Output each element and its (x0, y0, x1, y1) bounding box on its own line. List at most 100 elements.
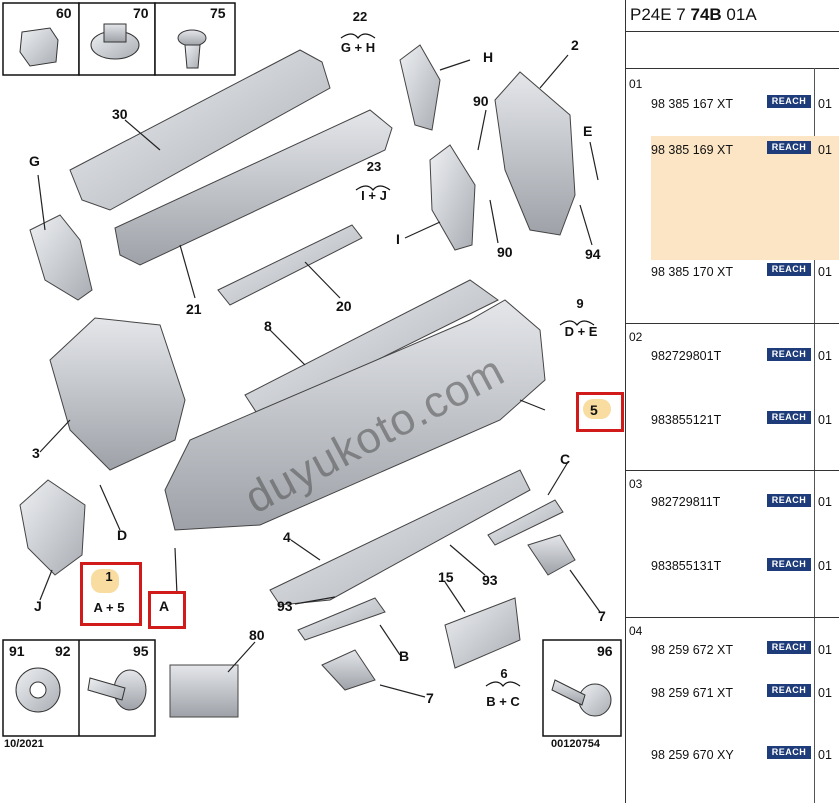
callout-70[interactable]: 70 (133, 5, 149, 21)
callout-e[interactable]: E (583, 123, 593, 139)
header-prefix: P24E 7 (630, 5, 691, 24)
reach-badge: REACH (767, 641, 811, 654)
part-number[interactable]: 98 385 167 XT (651, 97, 734, 111)
callout-8[interactable]: 8 (264, 318, 272, 334)
callout-9[interactable]: 9 (576, 296, 584, 311)
callout-20[interactable]: 20 (336, 298, 352, 314)
callout-a[interactable]: A (159, 598, 170, 614)
highlight-box-5[interactable] (576, 392, 624, 432)
part-b (297, 597, 386, 641)
part-number[interactable]: 98 259 672 XT (651, 643, 734, 657)
group-number-02: 02 (629, 330, 643, 344)
group-b-c[interactable]: B + C (486, 694, 520, 709)
group-d-e[interactable]: D + E (564, 324, 598, 339)
part-quantity: 01 (818, 748, 832, 762)
plate-15 (444, 597, 521, 669)
callout-90-bottom[interactable]: 90 (497, 244, 513, 260)
callout-c[interactable]: C (560, 451, 571, 467)
bracket-g (29, 214, 93, 301)
callout-23[interactable]: 23 (366, 159, 382, 174)
part-20 (217, 224, 363, 306)
part-quantity: 01 (818, 413, 832, 427)
callout-22[interactable]: 22 (352, 9, 368, 24)
callout-d[interactable]: D (117, 527, 128, 543)
reach-badge: REACH (767, 558, 811, 571)
part-quantity: 01 (818, 559, 832, 573)
reach-badge: REACH (767, 348, 811, 361)
callout-30[interactable]: 30 (112, 106, 128, 122)
footer-ref: 00120754 (551, 738, 600, 750)
reach-badge: REACH (767, 95, 811, 108)
light-7-lower (321, 649, 376, 691)
part-quantity: 01 (818, 686, 832, 700)
callout-6[interactable]: 6 (500, 666, 508, 681)
callout-60[interactable]: 60 (56, 5, 72, 21)
callout-5[interactable]: 5 (590, 402, 598, 418)
part-number[interactable]: 983855131T (651, 559, 722, 573)
highlight-box-1[interactable] (80, 562, 142, 626)
part-quantity: 01 (818, 495, 832, 509)
parts-header: P24E 7 74B 01A (626, 0, 839, 32)
callout-15[interactable]: 15 (438, 569, 454, 585)
bracket-h (399, 44, 441, 131)
callout-i[interactable]: I (396, 231, 400, 247)
callout-4[interactable]: 4 (283, 529, 291, 545)
callout-2[interactable]: 2 (571, 37, 579, 53)
highlight-box-a[interactable] (148, 591, 186, 629)
leader-lines (37, 54, 601, 698)
bracket-j (19, 479, 86, 576)
part-number[interactable]: 982729811T (651, 495, 721, 509)
callout-h[interactable]: H (483, 49, 494, 65)
part-c (487, 499, 564, 546)
reach-badge: REACH (767, 263, 811, 276)
part-number[interactable]: 982729801T (651, 349, 722, 363)
bracket-i (429, 144, 476, 251)
callout-93-right[interactable]: 93 (482, 572, 498, 588)
callout-80[interactable]: 80 (249, 627, 265, 643)
group-a-5[interactable]: A + 5 (93, 600, 125, 615)
callout-94[interactable]: 94 (585, 246, 601, 262)
part-quantity: 01 (818, 643, 832, 657)
diffuser-4 (269, 469, 531, 606)
part-number[interactable]: 98 259 670 XY (651, 748, 734, 762)
exploded-parts-diagram: duyukoto.com 60 70 75 22 G + H H 2 30 90… (2, 0, 626, 803)
callout-90-top[interactable]: 90 (473, 93, 489, 109)
group-number-04: 04 (629, 624, 643, 638)
callout-3[interactable]: 3 (32, 445, 40, 461)
reach-badge: REACH (767, 746, 811, 759)
callout-7-upper[interactable]: 7 (598, 608, 606, 624)
part-number[interactable]: 98 385 169 XT (651, 143, 734, 157)
absorber-21 (114, 109, 393, 266)
selected-row-highlight (651, 136, 839, 260)
header-suffix: 01A (721, 5, 757, 24)
bumper-cover (164, 299, 546, 531)
group-i-j[interactable]: I + J (361, 188, 387, 203)
clip-box-group (2, 2, 236, 76)
callout-1[interactable]: 1 (105, 569, 113, 584)
part-quantity: 01 (818, 265, 832, 279)
callout-b[interactable]: B (399, 648, 410, 664)
part-number[interactable]: 98 385 170 XT (651, 265, 734, 279)
callout-g[interactable]: G (29, 153, 40, 169)
callout-96[interactable]: 96 (597, 643, 613, 659)
callout-93-left[interactable]: 93 (277, 598, 293, 614)
callout-21[interactable]: 21 (186, 301, 202, 317)
part-number[interactable]: 983855121T (651, 413, 722, 427)
side-cover-3 (49, 317, 186, 471)
callout-92[interactable]: 92 (55, 643, 71, 659)
callout-7-lower[interactable]: 7 (426, 690, 434, 706)
header-bold: 74B (690, 5, 722, 24)
light-7-upper (527, 534, 576, 576)
side-piece-2 (494, 71, 576, 236)
callout-j[interactable]: J (34, 598, 42, 614)
callout-95[interactable]: 95 (133, 643, 149, 659)
part-number[interactable]: 98 259 671 XT (651, 686, 734, 700)
kit-80 (169, 664, 239, 718)
footer-date: 10/2021 (4, 738, 44, 750)
group-g-h[interactable]: G + H (340, 40, 376, 55)
callout-75[interactable]: 75 (210, 5, 226, 21)
reinforcement-beam (69, 49, 331, 211)
callout-91[interactable]: 91 (9, 643, 25, 659)
parts-list-panel: P24E 7 74B 01A 01 98 385 167 XT REACH 01… (626, 0, 839, 803)
part-quantity: 01 (818, 97, 832, 111)
